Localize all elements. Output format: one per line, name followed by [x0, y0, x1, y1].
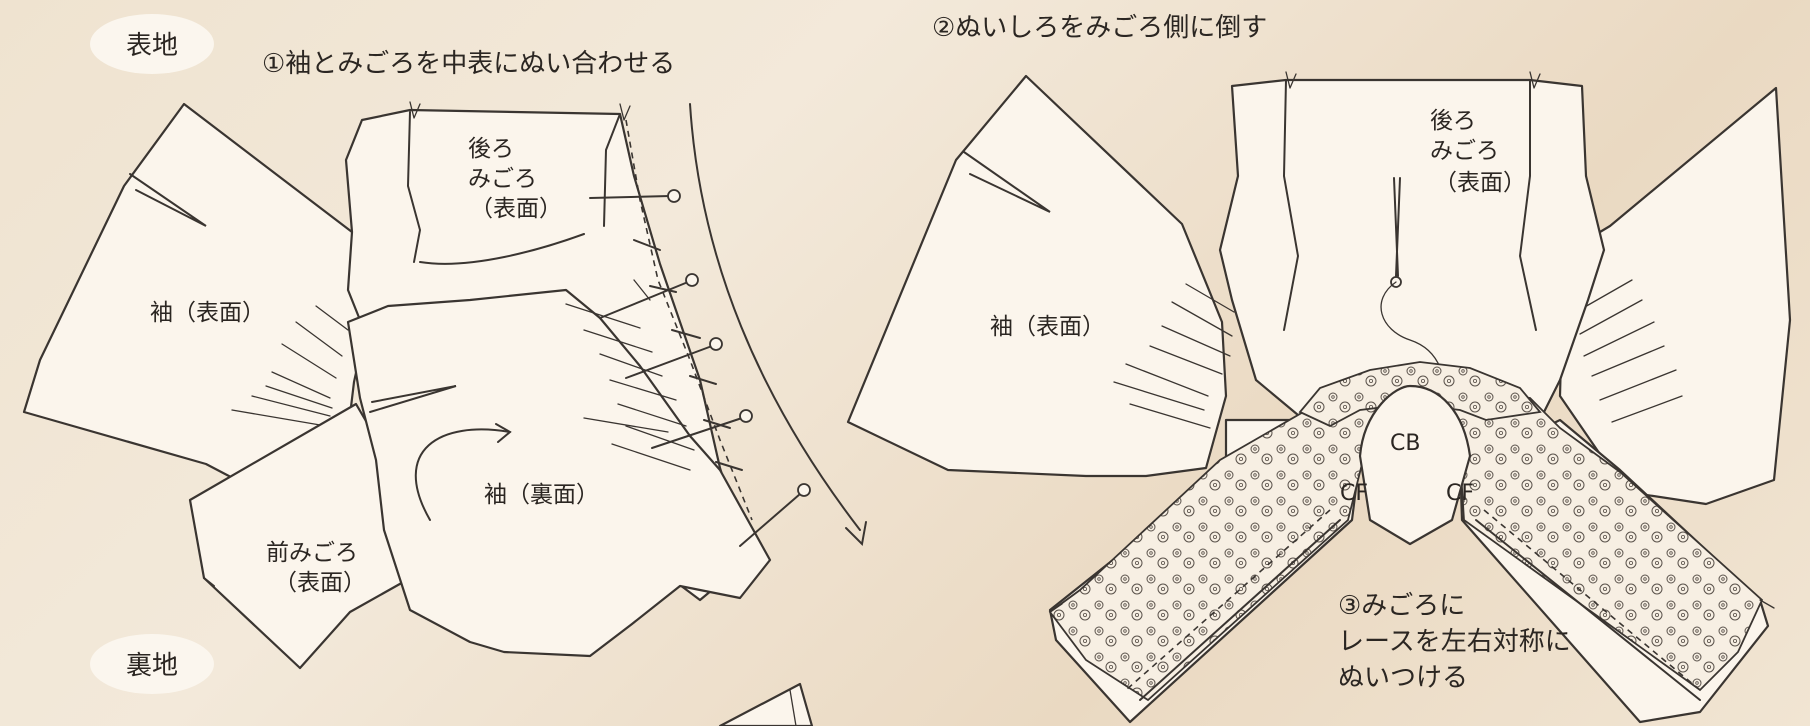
left-front-bodice-label-1: 前みごろ	[266, 540, 358, 566]
lining-piece-corner	[718, 682, 814, 726]
center-front-left-label: CF	[1340, 481, 1368, 506]
right-fig-right-sleeve	[1558, 86, 1792, 506]
right-fig-left-sleeve	[846, 74, 1228, 478]
center-back-label: CB	[1390, 431, 1420, 456]
right-back-bodice-label-3: （表面）	[1434, 170, 1526, 196]
lining-fabric-tag	[90, 634, 214, 694]
lining-fabric-label: 裏地	[126, 651, 178, 681]
left-figure	[22, 101, 867, 726]
left-back-bodice-label-3: （表面）	[470, 196, 562, 222]
pins	[589, 189, 811, 547]
step1-caption: ①袖とみごろを中表にぬい合わせる	[262, 49, 675, 79]
left-front-bodice-label-2: （表面）	[274, 570, 366, 596]
wrong-sleeve-gathers	[565, 279, 695, 471]
right-sleeve-right-side-label: 袖（表面）	[990, 314, 1105, 340]
center-front-right-label: CF	[1446, 481, 1474, 506]
right-back-bodice-label-1: 後ろ	[1430, 108, 1476, 134]
left-sleeve-right-side-label: 袖（表面）	[150, 300, 265, 326]
left-back-bodice-label-2: みごろ	[468, 166, 537, 192]
face-fabric-tag	[90, 14, 214, 74]
face-fabric-label: 表地	[126, 31, 178, 61]
sleeve-wrong-side-piece	[346, 288, 772, 658]
step3-caption-line2: レースを左右対称に	[1338, 627, 1571, 657]
right-back-bodice-label-2: みごろ	[1430, 138, 1499, 164]
left-back-bodice-label-1: 後ろ	[468, 136, 514, 162]
step3-caption-line3: ぬいつける	[1338, 663, 1468, 693]
right-figure	[846, 71, 1792, 724]
left-sleeve-gathers	[231, 305, 349, 427]
left-sleeve-wrong-side-label: 袖（裏面）	[484, 482, 599, 508]
right-fig-left-gathers	[1113, 283, 1235, 429]
step2-caption: ②ぬいしろをみごろ側に倒す	[932, 13, 1267, 43]
neckline-curve	[1358, 384, 1472, 546]
step3-caption-line1: ③みごろに	[1338, 591, 1465, 621]
